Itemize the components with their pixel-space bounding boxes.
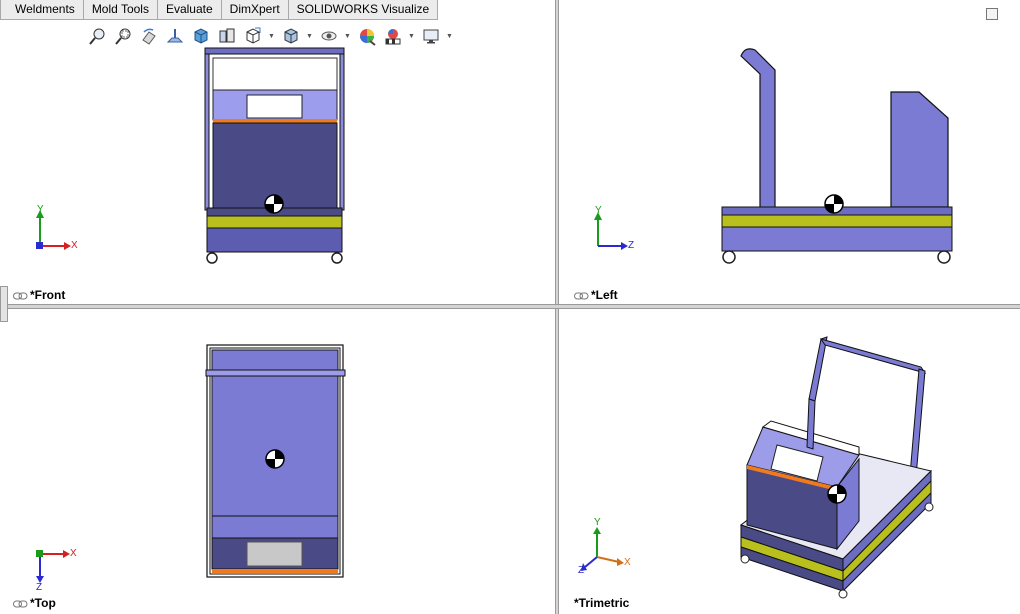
chevron-down-icon[interactable]: ▼ <box>268 32 275 40</box>
top-model-view <box>36 344 346 583</box>
coordinate-triad-icon <box>36 210 71 250</box>
chevron-down-icon[interactable]: ▼ <box>408 32 415 40</box>
viewport-trimetric[interactable]: Y X Z *Trimetric <box>559 309 1020 614</box>
tab-weldments[interactable]: Weldments <box>0 0 84 20</box>
viewport-trimetric-label: *Trimetric <box>574 596 630 610</box>
coordinate-triad-icon <box>594 212 628 250</box>
eye-icon[interactable] <box>318 25 340 47</box>
tab-dimxpert[interactable]: DimXpert <box>220 0 289 20</box>
chevron-down-icon[interactable]: ▼ <box>446 32 453 40</box>
view-orientation-cube-icon[interactable] <box>190 25 212 47</box>
center-of-mass-icon <box>824 194 844 214</box>
axis-label-x: X <box>71 240 78 251</box>
viewport-left-label: *Left <box>574 288 618 302</box>
center-of-mass-icon <box>264 194 284 214</box>
zoom-to-fit-icon[interactable] <box>86 25 108 47</box>
section-view-icon[interactable] <box>164 25 186 47</box>
axis-label-z: Z <box>578 565 585 576</box>
viewport-splitter-horizontal[interactable] <box>0 304 1020 309</box>
viewport-top-label: *Top <box>13 596 56 610</box>
chevron-down-icon[interactable]: ▼ <box>344 32 351 40</box>
coordinate-triad-icon <box>581 527 624 571</box>
chevron-down-icon[interactable]: ▼ <box>306 32 313 40</box>
link-views-icon <box>574 292 589 300</box>
center-of-mass-icon <box>265 449 285 469</box>
tab-mold-tools[interactable]: Mold Tools <box>82 0 158 20</box>
zoom-to-area-icon[interactable] <box>112 25 134 47</box>
feature-manager-toggle-handle[interactable] <box>0 286 8 322</box>
edit-appearance-icon[interactable] <box>356 25 378 47</box>
collapse-panel-icon[interactable] <box>986 8 998 20</box>
tab-evaluate[interactable]: Evaluate <box>156 0 222 20</box>
link-views-icon <box>13 292 28 300</box>
display-style-icon[interactable] <box>242 25 264 47</box>
center-of-mass-icon <box>827 484 847 504</box>
axis-label-x: X <box>624 557 631 568</box>
front-model-view <box>36 47 345 264</box>
axis-label-x: X <box>70 548 77 559</box>
link-views-icon <box>13 600 28 608</box>
heads-up-view-toolbar: ▼ ▼ ▼ ▼ ▼ <box>86 25 454 47</box>
hide-show-items-icon[interactable] <box>280 25 302 47</box>
trimetric-model-view <box>581 336 934 599</box>
dynamic-annotation-icon[interactable] <box>216 25 238 47</box>
viewport-front[interactable]: Y X *Front <box>0 0 555 304</box>
left-model-view <box>594 48 953 264</box>
axis-label-y: Y <box>37 204 44 215</box>
viewport-left[interactable]: Y Z *Left <box>559 0 1020 304</box>
viewport-top[interactable]: Z X *Top <box>0 309 555 614</box>
viewport-front-label: *Front <box>13 288 65 302</box>
previous-view-icon[interactable] <box>138 25 160 47</box>
apply-scene-icon[interactable] <box>382 25 404 47</box>
axis-label-z: Z <box>628 240 635 251</box>
coordinate-triad-icon <box>36 550 70 583</box>
axis-label-y: Y <box>595 205 602 216</box>
axis-label-z: Z <box>36 582 43 593</box>
tab-solidworks-visualize[interactable]: SOLIDWORKS Visualize <box>287 0 439 20</box>
view-settings-monitor-icon[interactable] <box>420 25 442 47</box>
command-manager-tabs: Weldments Mold Tools Evaluate DimXpert S… <box>0 0 439 20</box>
axis-label-y: Y <box>594 517 601 528</box>
